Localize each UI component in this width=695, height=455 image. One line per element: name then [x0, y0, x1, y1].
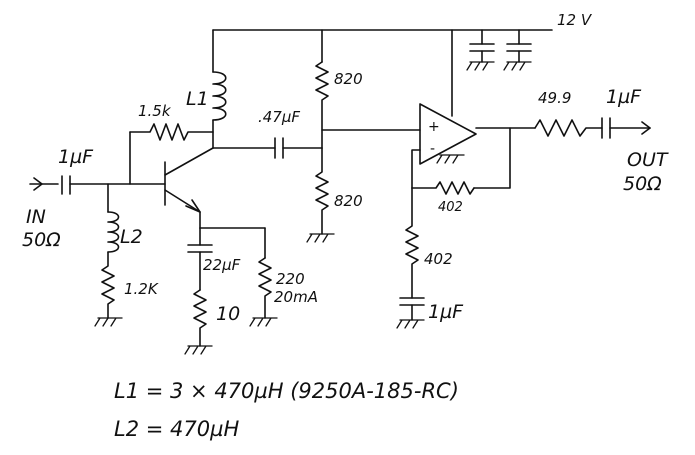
r-feedback-label: 1.5k: [138, 102, 172, 120]
output-resistor-label: 49.9: [538, 89, 571, 107]
gain-cap: [396, 297, 425, 329]
supply-label: 12 V: [557, 11, 593, 29]
r-bottom-label: 820: [334, 192, 363, 210]
inductor-l2: [107, 183, 120, 253]
resistor-820-bottom: [306, 147, 335, 243]
gain-cap-label: 1µF: [428, 301, 464, 323]
inductor-l1: [212, 71, 227, 149]
resistor-820-top: [315, 61, 329, 149]
input-impedance: 50Ω: [22, 229, 61, 251]
input-arrow: [29, 177, 59, 191]
emitter-cap-label: 22µF: [203, 256, 241, 274]
resistor-402-gain: [405, 187, 419, 299]
bias-resistor-label: 220: [276, 270, 305, 288]
emitter-resistor: [184, 289, 213, 355]
r-top-label: 820: [334, 70, 363, 88]
output-resistor: [534, 119, 603, 137]
resistor-402-feedback: [411, 181, 475, 195]
opamp-minus-sign: -: [430, 141, 435, 157]
supply-rail: [212, 29, 553, 117]
emitter-cap: [187, 227, 213, 291]
note-l1: L1 = 3 × 470µH (9250A-185-RC): [114, 379, 459, 403]
l2-label: L2: [120, 226, 143, 248]
opamp: [419, 103, 477, 165]
r-opamp-gain-label: 402: [424, 250, 453, 268]
output-cap-label: 1µF: [606, 86, 642, 108]
bias-current-label: 20mA: [274, 288, 318, 306]
input-cap-label: 1µF: [58, 146, 94, 168]
input-label: IN: [26, 206, 46, 228]
resistor-1-2k: [94, 251, 123, 327]
decoupling-cap-1: [466, 43, 495, 71]
resistor-1-5k: [129, 123, 214, 185]
output-impedance: 50Ω: [623, 173, 662, 195]
emitter-resistor-label: 10: [216, 303, 240, 325]
r-opamp-feedback-label: 402: [438, 200, 463, 215]
note-l2: L2 = 470µH: [114, 417, 239, 441]
r-base-label: 1.2K: [124, 280, 159, 298]
l1-label: L1: [186, 88, 209, 110]
bias-resistor: [249, 227, 278, 327]
input-cap: [61, 175, 166, 195]
output-label: OUT: [627, 149, 669, 171]
decoupling-cap-2: [503, 43, 532, 71]
coupling-cap-label: .47µF: [258, 108, 300, 126]
opamp-minus-wire: [411, 149, 421, 189]
coupling-cap: [274, 137, 323, 159]
output-cap: [601, 117, 651, 139]
feedback-wire: [473, 127, 511, 189]
transistor-q1: [164, 147, 214, 229]
opamp-plus-sign: +: [428, 119, 440, 135]
